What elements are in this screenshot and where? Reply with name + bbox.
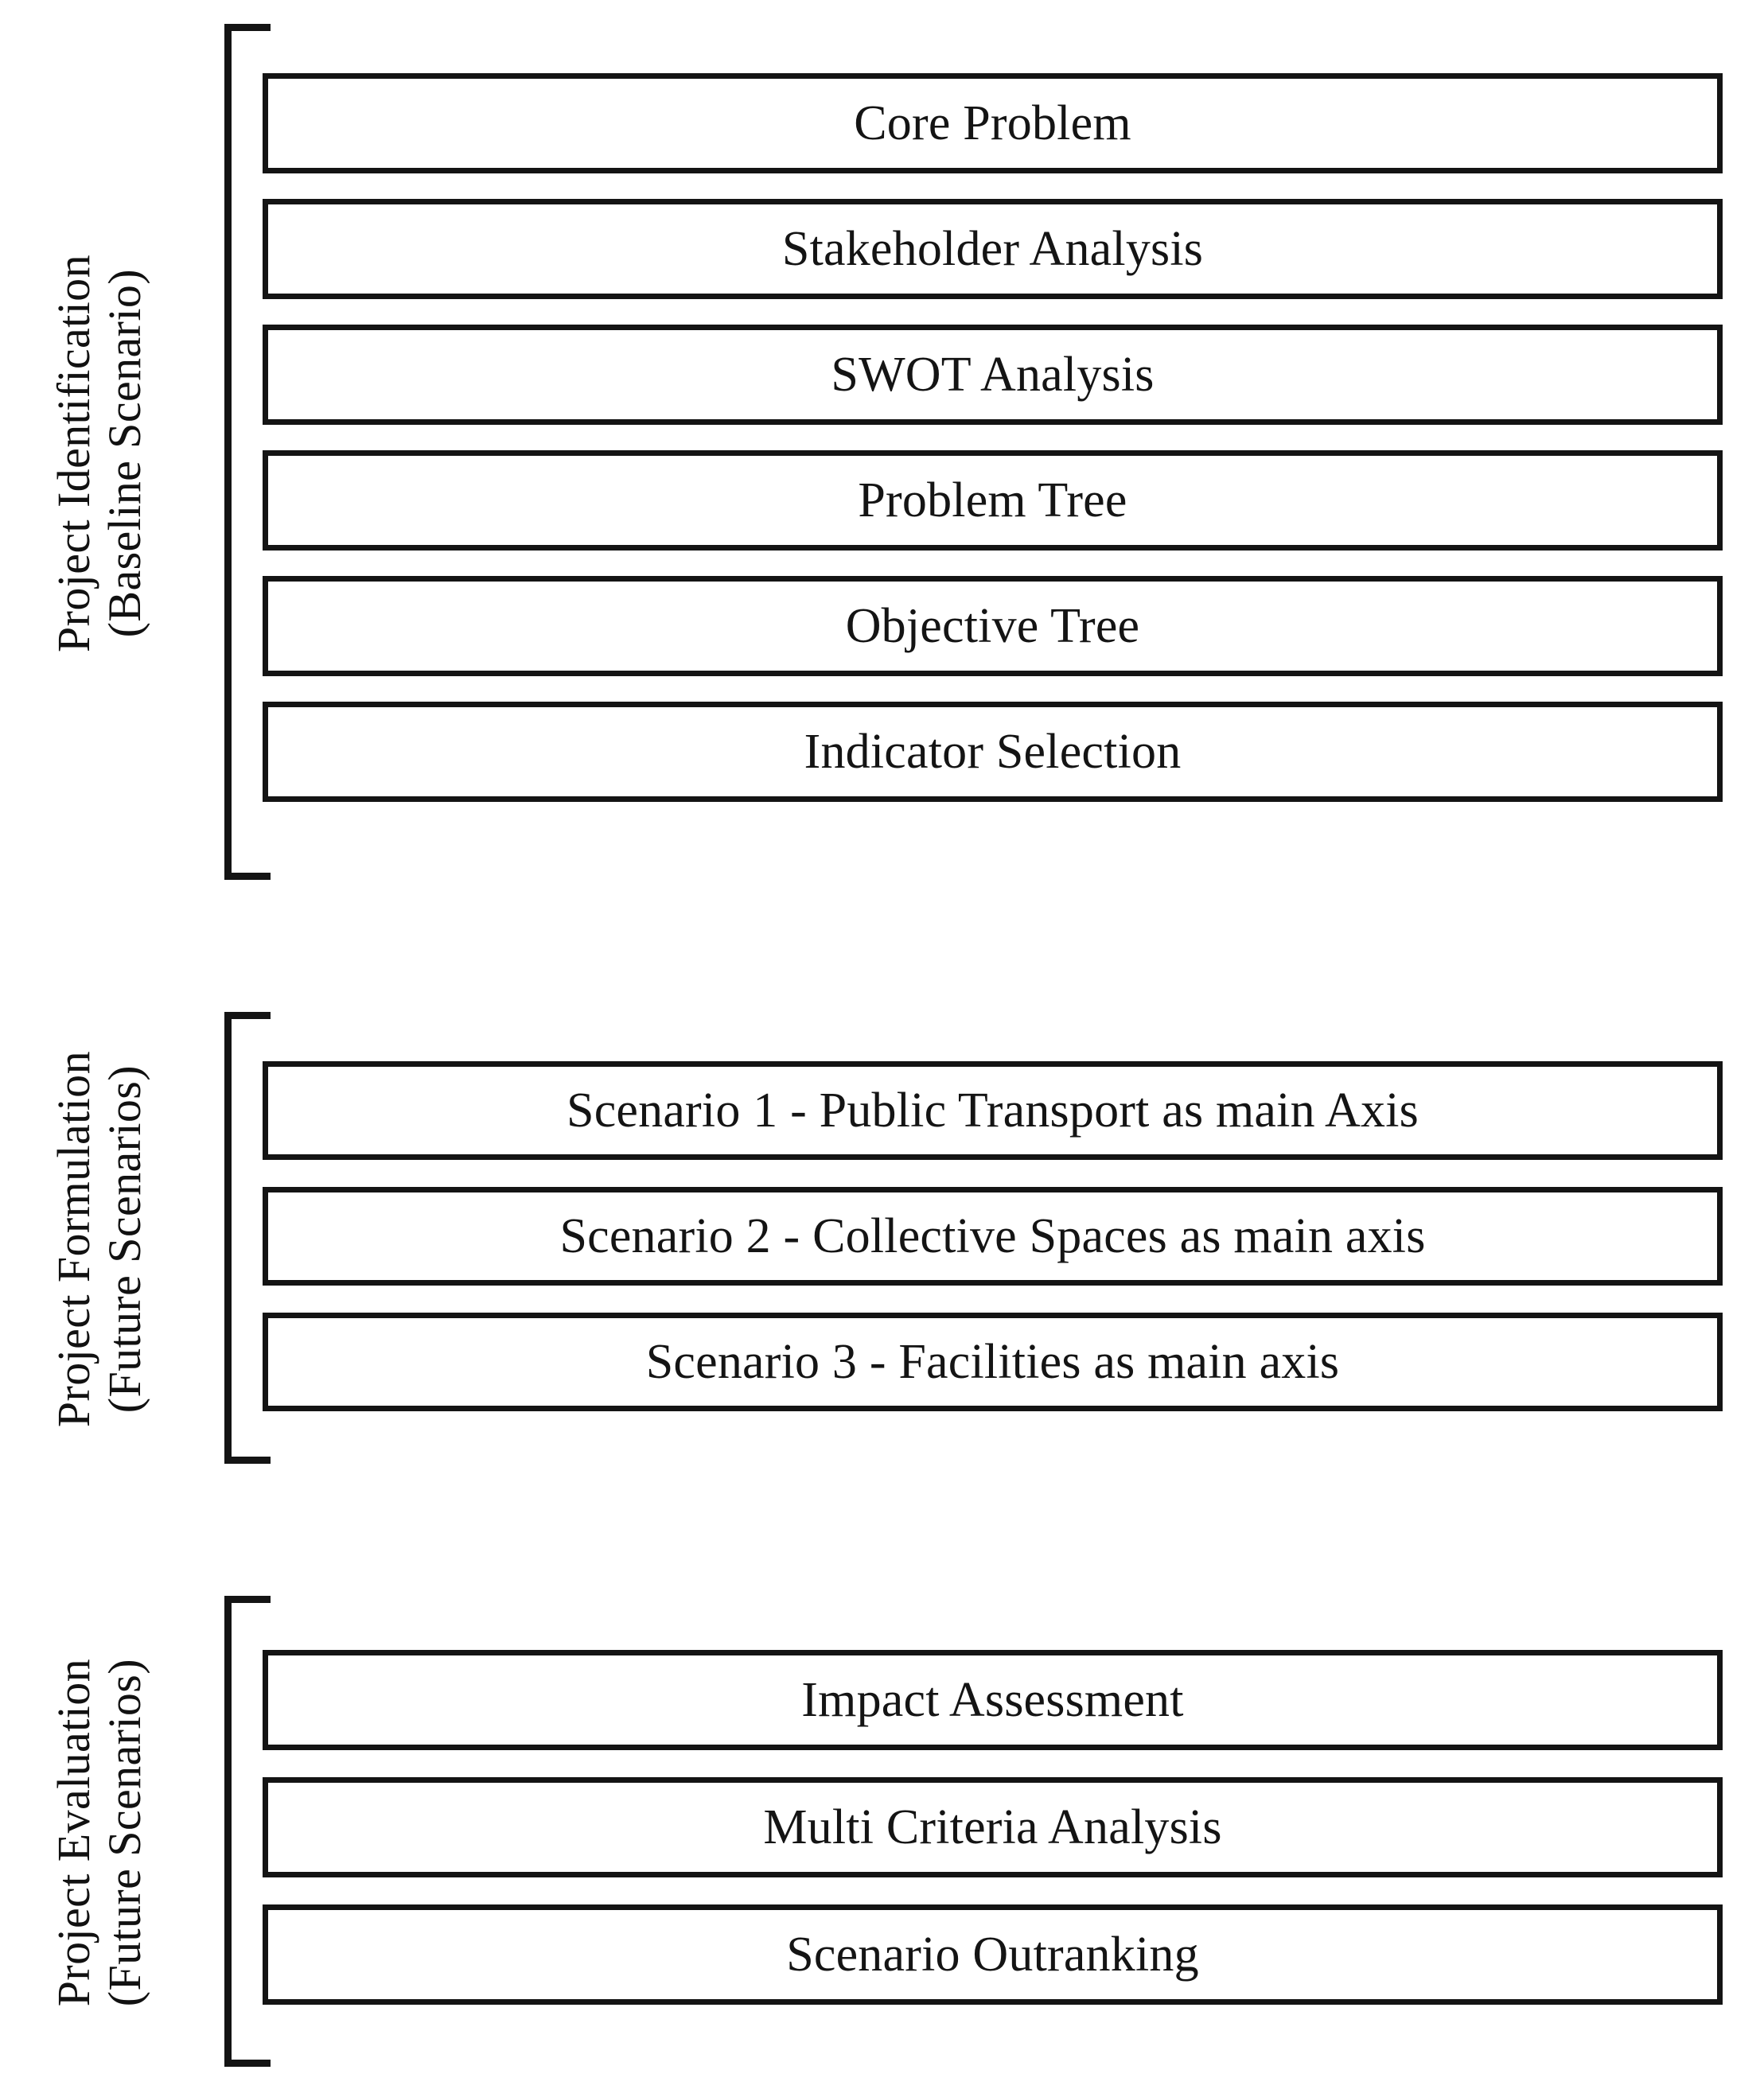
phase-bracket-project-identification — [224, 24, 271, 880]
phase-box-label: Scenario 2 - Collective Spaces as main a… — [559, 1208, 1426, 1263]
phase-box[interactable]: SWOT Analysis — [263, 325, 1723, 425]
phase-box-label: Scenario Outranking — [786, 1927, 1199, 1982]
phase-box[interactable]: Impact Assessment — [263, 1650, 1723, 1750]
phase-group-project-identification: Project Identification(Baseline Scenario… — [0, 24, 1764, 883]
phase-label-secondary: (Baseline Scenario) — [99, 269, 150, 638]
phase-label-project-evaluation: Project Evaluation(Future Scenarios) — [0, 1596, 199, 2070]
phase-label-secondary: (Future Scenarios) — [99, 1065, 150, 1414]
phase-bracket-project-evaluation — [224, 1596, 271, 2067]
phase-box-label: Multi Criteria Analysis — [763, 1799, 1222, 1854]
phase-box[interactable]: Problem Tree — [263, 450, 1723, 551]
phase-box[interactable]: Core Problem — [263, 73, 1723, 173]
phase-box-label: Indicator Selection — [804, 724, 1182, 779]
phase-box-label: Scenario 3 - Facilities as main axis — [645, 1334, 1340, 1389]
phase-label-project-formulation: Project Formulation(Future Scenarios) — [0, 1012, 199, 1467]
phase-label-primary: Project Formulation — [48, 1051, 99, 1428]
phase-box[interactable]: Scenario 1 - Public Transport as main Ax… — [263, 1061, 1723, 1160]
phase-label-primary: Project Identification — [48, 254, 99, 653]
phase-group-project-evaluation: Project Evaluation(Future Scenarios) Impa… — [0, 1596, 1764, 2070]
phase-box-label: Core Problem — [854, 95, 1131, 150]
phase-box-label: Problem Tree — [858, 473, 1127, 527]
phase-label-secondary: (Future Scenarios) — [99, 1659, 150, 2007]
phase-box[interactable]: Indicator Selection — [263, 702, 1723, 802]
phase-box-label: Stakeholder Analysis — [781, 221, 1204, 276]
phase-label-project-identification: Project Identification(Baseline Scenario… — [0, 24, 199, 883]
phase-box[interactable]: Multi Criteria Analysis — [263, 1777, 1723, 1877]
phase-label-primary: Project Evaluation — [48, 1659, 99, 2007]
phase-box[interactable]: Scenario 2 - Collective Spaces as main a… — [263, 1187, 1723, 1286]
phase-box-stack-project-formulation: Scenario 1 - Public Transport as main Ax… — [263, 1061, 1723, 1411]
phase-box[interactable]: Scenario Outranking — [263, 1904, 1723, 2005]
phase-box-label: Objective Tree — [845, 598, 1140, 653]
phase-group-project-formulation: Project Formulation(Future Scenarios) Sce… — [0, 1012, 1764, 1467]
phase-box-label: Impact Assessment — [801, 1672, 1184, 1727]
phase-box-label: Scenario 1 - Public Transport as main Ax… — [567, 1083, 1419, 1138]
phase-box[interactable]: Scenario 3 - Facilities as main axis — [263, 1313, 1723, 1411]
phase-bracket-project-formulation — [224, 1012, 271, 1464]
phase-box[interactable]: Stakeholder Analysis — [263, 199, 1723, 299]
phase-box-label: SWOT Analysis — [831, 347, 1155, 402]
phase-box[interactable]: Objective Tree — [263, 576, 1723, 676]
